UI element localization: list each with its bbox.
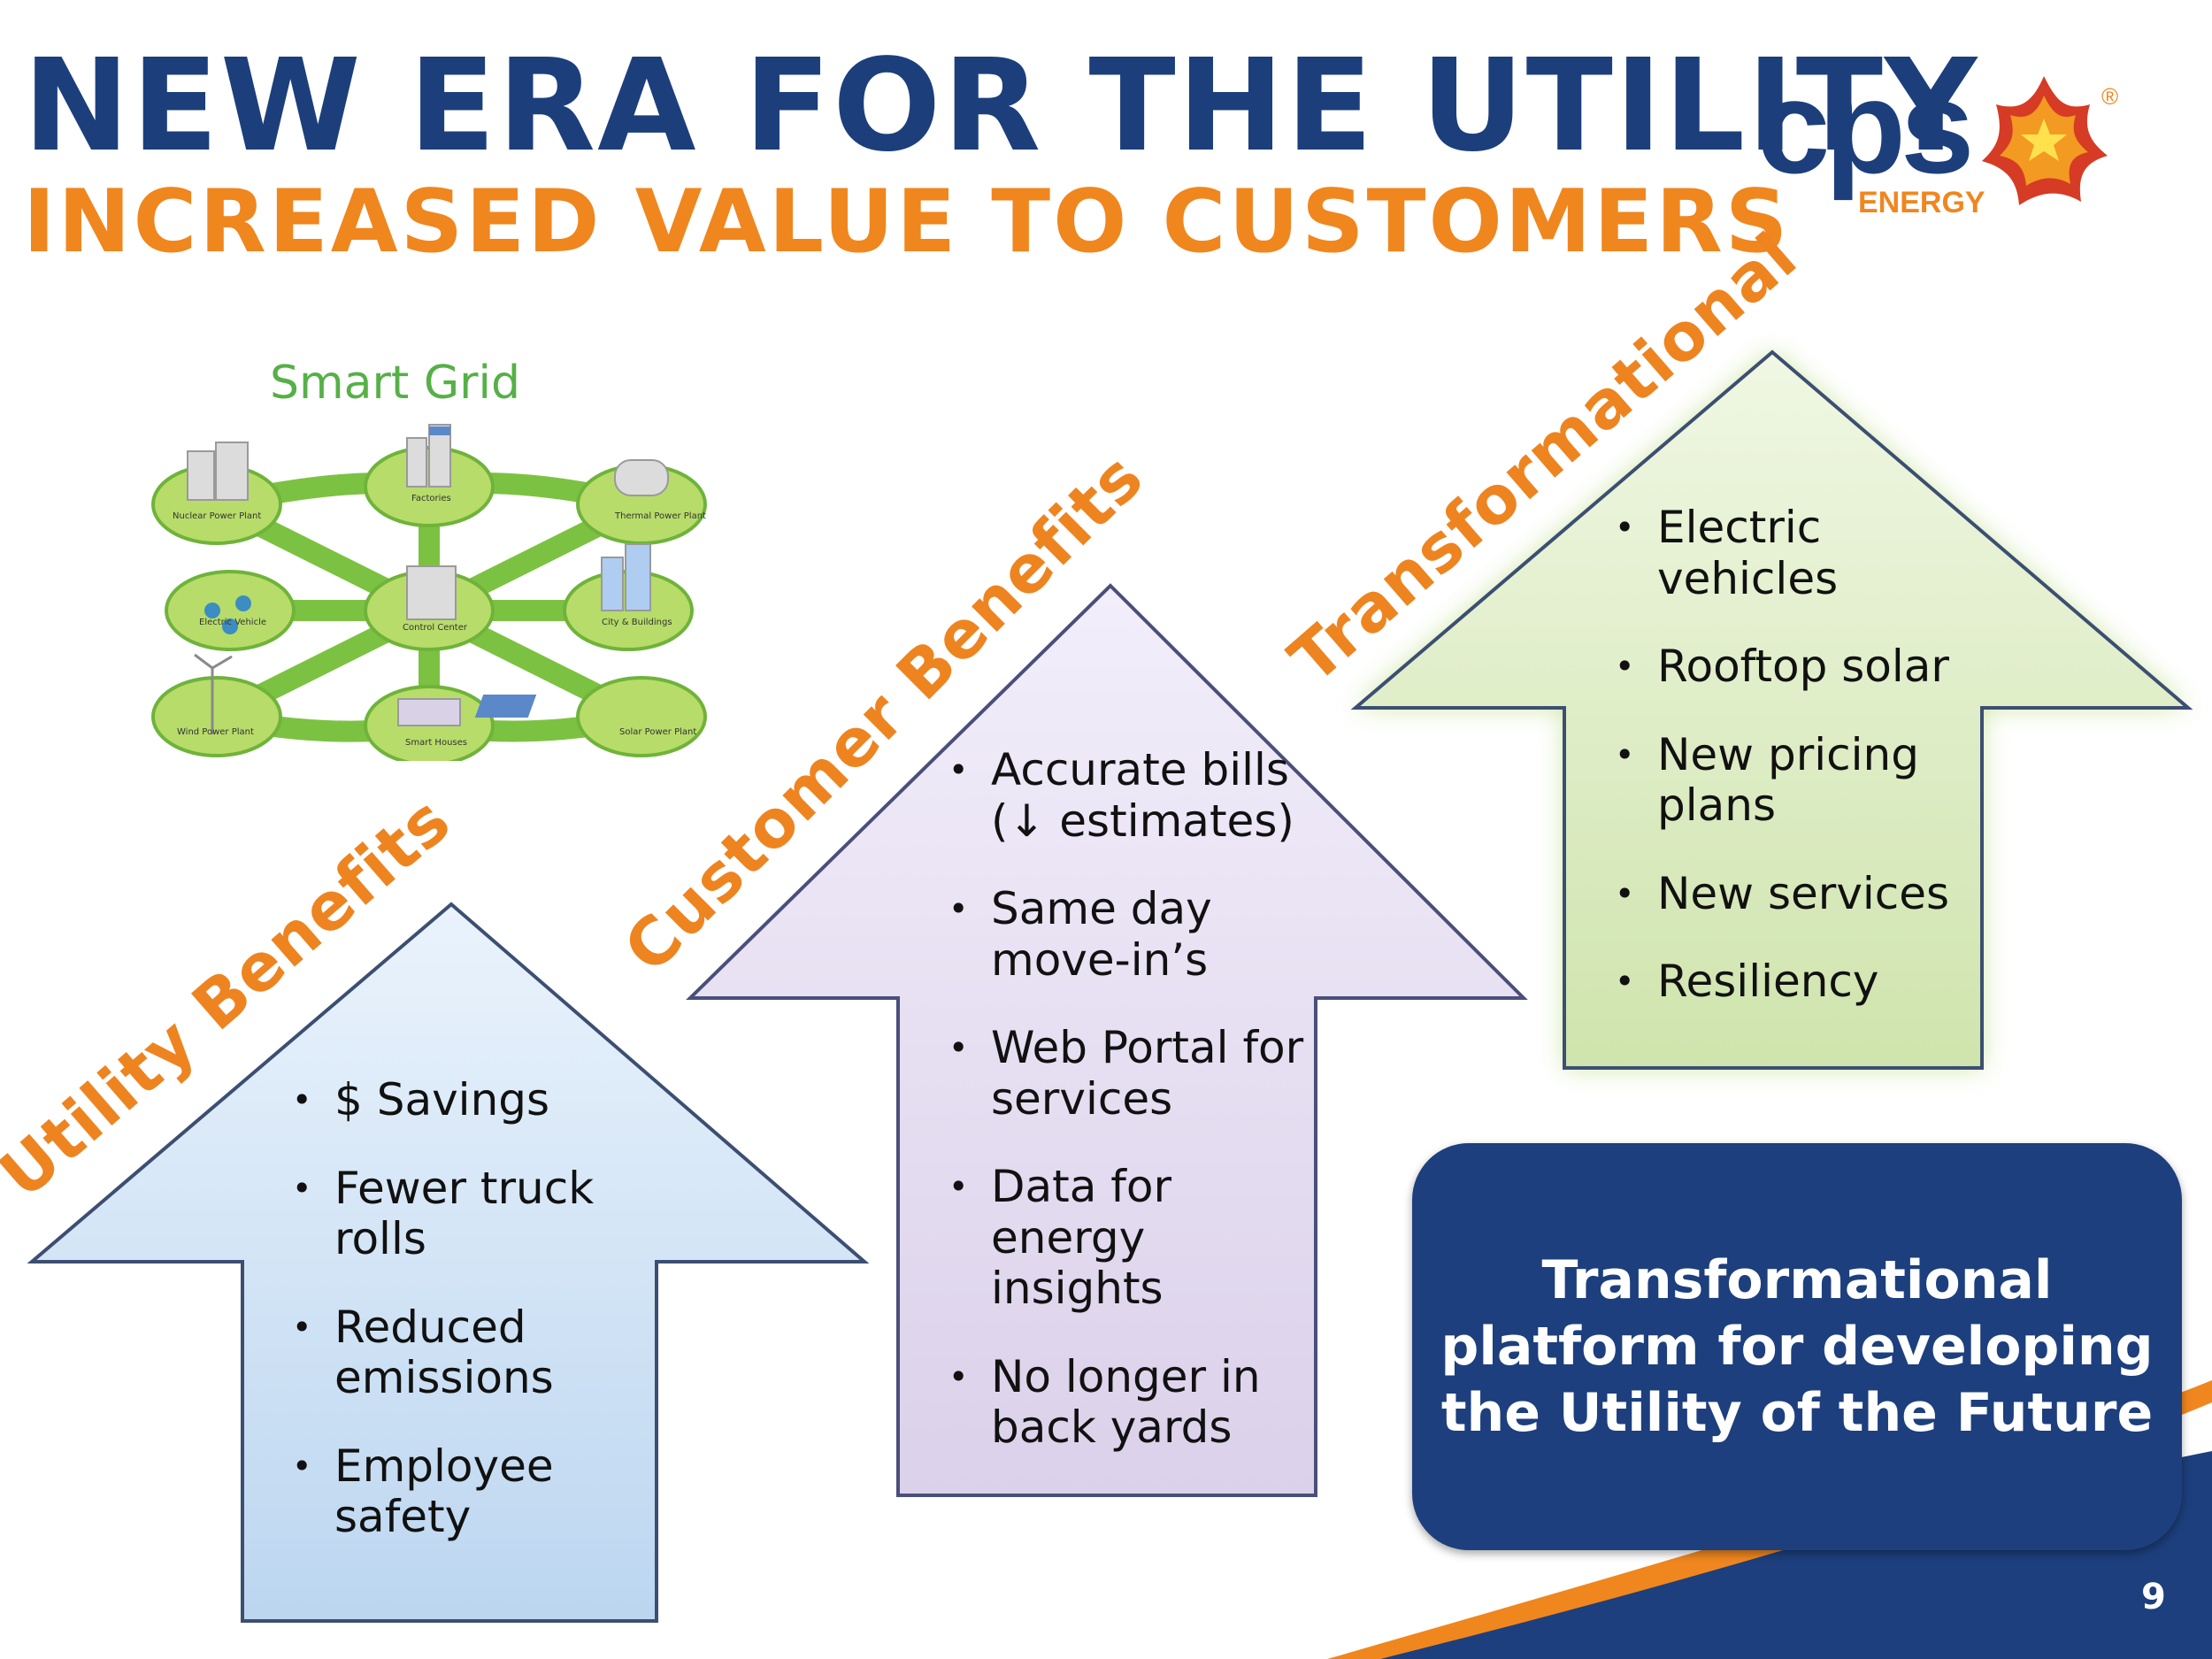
list-item: New services <box>1615 868 1995 920</box>
list-item: Electric vehicles <box>1615 502 1995 604</box>
page-number: 9 <box>2141 1577 2166 1617</box>
grid-node-label: Smart Houses <box>405 738 467 748</box>
callout-box: Transformational platform for developing… <box>1412 1143 2182 1550</box>
utility-benefits-list: $ Savings Fewer truck rolls Reduced emis… <box>292 1074 646 1580</box>
list-item: Fewer truck rolls <box>292 1163 646 1265</box>
list-item: No longer in back yards <box>949 1351 1311 1454</box>
logo-brand: cps <box>1756 71 1970 201</box>
list-item: Same day move-in’s <box>949 883 1311 986</box>
grid-node-label: Thermal Power Plant <box>614 511 706 521</box>
cps-energy-logo: cps ENERGY ® <box>1756 71 2118 219</box>
list-item: Resiliency <box>1615 956 1995 1008</box>
customer-benefits-list: Accurate bills (↓ estimates) Same day mo… <box>949 744 1311 1491</box>
grid-node-label: Factories <box>411 494 451 503</box>
grid-node-label: Control Center <box>403 623 468 633</box>
smart-grid-illustration: Smart Grid Nuclear Power Plant <box>151 357 707 761</box>
grid-node-label: Nuclear Power Plant <box>173 511 261 521</box>
list-item: Reduced emissions <box>292 1302 646 1404</box>
list-item: New pricing plans <box>1615 729 1995 832</box>
list-item: $ Savings <box>292 1074 646 1126</box>
smart-grid-title: Smart Grid <box>270 357 520 410</box>
star-flower-icon <box>1982 76 2108 205</box>
page-title: NEW ERA FOR THE UTILITY <box>23 31 1979 180</box>
grid-node-label: City & Buildings <box>602 618 672 627</box>
grid-node-label: Solar Power Plant <box>619 727 696 737</box>
list-item: Employee safety <box>292 1440 646 1543</box>
logo-registered: ® <box>2101 83 2118 110</box>
page-subtitle: INCREASED VALUE TO CUSTOMERS <box>23 172 1791 273</box>
grid-node-label: Wind Power Plant <box>177 727 254 737</box>
list-item: Accurate bills (↓ estimates) <box>949 744 1311 847</box>
callout-text: Transformational platform for developing… <box>1440 1248 2154 1444</box>
list-item: Rooftop solar <box>1615 641 1995 693</box>
logo-brand-sub: ENERGY <box>1858 186 1985 219</box>
list-item: Data for energy insights <box>949 1161 1311 1315</box>
list-item: Web Portal for services <box>949 1022 1311 1125</box>
transformational-list: Electric vehicles Rooftop solar New pric… <box>1615 502 1995 1045</box>
grid-node-label: Electric Vehicle <box>199 618 266 627</box>
